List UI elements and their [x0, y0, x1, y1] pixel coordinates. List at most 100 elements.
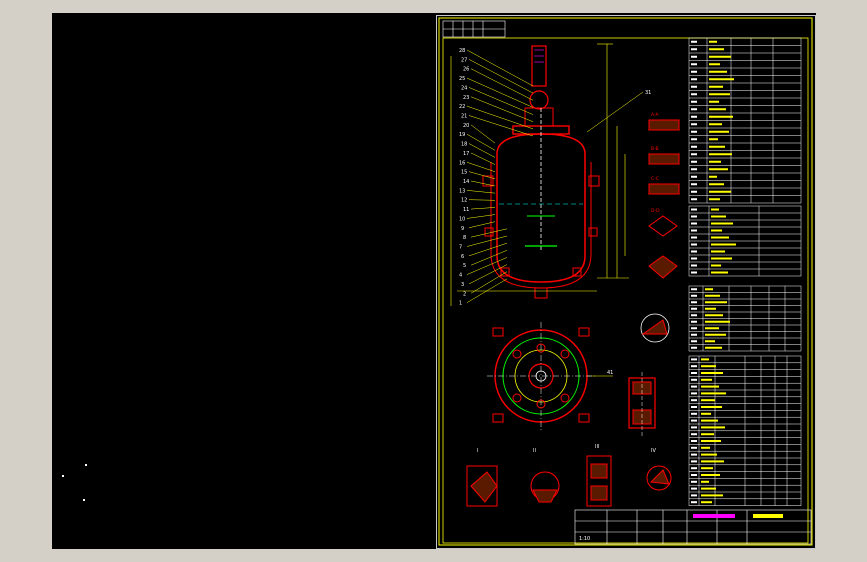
section-label: D-D: [651, 208, 660, 214]
leader-number: 12: [461, 198, 467, 204]
cell-text: [691, 123, 697, 126]
cell-text: [691, 301, 697, 304]
cell-text: [691, 494, 697, 497]
leader-number: 14: [463, 179, 469, 185]
cell-text: [701, 480, 709, 483]
cell-text: [691, 153, 697, 156]
leader-number: 16: [459, 160, 465, 166]
leader-number: 31: [645, 90, 651, 96]
drive-flange: [529, 90, 549, 110]
cell-text: [691, 446, 697, 449]
cell-text: [691, 55, 697, 58]
cell-text: [709, 78, 734, 81]
cell-text: [691, 419, 697, 422]
cell-text: [705, 288, 713, 291]
cell-text: [691, 70, 697, 73]
cell-text: [691, 460, 697, 463]
cell-text: [709, 138, 718, 141]
leader-line: [466, 257, 508, 275]
dot-icon: [62, 475, 64, 477]
leader-line: [468, 199, 496, 201]
leader-number: 19: [459, 132, 465, 138]
cell-text: [701, 412, 711, 415]
leader-line: [468, 264, 508, 285]
cell-text: [701, 501, 712, 504]
cell-text: [711, 271, 728, 274]
leader-number: 28: [459, 48, 465, 54]
leader-line: [468, 87, 534, 115]
cell-text: [691, 40, 697, 43]
cell-text: [701, 392, 726, 395]
leader-number: 23: [463, 95, 469, 101]
cell-text: [691, 229, 697, 232]
leader-lines: [466, 49, 644, 377]
cell-text: [691, 440, 697, 442]
cell-text: [705, 307, 716, 310]
parts-list-table: [688, 355, 802, 506]
dot-icon: [85, 464, 87, 466]
cell-text: [709, 183, 724, 186]
cell-text: [711, 264, 721, 267]
cell-text: [711, 222, 733, 225]
cell-text: [691, 250, 697, 253]
leader-number: 17: [463, 151, 469, 157]
leader-number: 8: [463, 235, 466, 241]
cell-text: [709, 63, 720, 66]
cell-text: [691, 453, 697, 456]
cell-text: [701, 474, 720, 476]
cell-text: [701, 446, 710, 449]
cell-text: [709, 85, 723, 88]
bottom-details: [466, 455, 672, 507]
leader-line: [586, 91, 644, 133]
cell-text: [701, 440, 721, 442]
cell-text: [691, 378, 697, 381]
leader-number: 24: [461, 85, 467, 91]
leader-number: 18: [461, 142, 467, 148]
cell-text: [691, 130, 697, 133]
cell-text: [691, 175, 697, 178]
leader-line: [466, 105, 534, 130]
cell-text: [691, 108, 697, 111]
section-label: B-B: [651, 146, 659, 152]
leader-number: 9: [461, 226, 464, 232]
cell-text: [691, 100, 697, 103]
parts-tables: [688, 37, 802, 506]
cell-text: [709, 115, 733, 118]
cell-text: [701, 426, 725, 429]
cell-text: [711, 215, 726, 218]
cell-text: [705, 333, 726, 336]
leader-number: 20: [463, 123, 469, 129]
cell-text: [691, 340, 697, 343]
cell-text: [691, 93, 697, 96]
cell-text: [709, 130, 729, 133]
cell-text: [701, 365, 716, 368]
cell-text: [691, 208, 697, 211]
cell-text: [691, 467, 697, 470]
cell-text: [691, 294, 697, 297]
leader-number: 26: [463, 67, 469, 73]
cell-text: [691, 372, 697, 374]
cell-text: [709, 190, 731, 193]
cell-text: [701, 378, 712, 381]
cell-text: [691, 365, 697, 368]
leader-line: [470, 271, 508, 294]
section-label: C-C: [651, 176, 659, 182]
drawing-inner-frame: [442, 37, 809, 544]
cell-text: [691, 320, 697, 323]
cell-text: [709, 160, 721, 163]
cell-text: [691, 222, 697, 225]
cell-text: [709, 48, 724, 51]
cell-text: [701, 467, 713, 470]
cell-text: [691, 474, 697, 476]
cell-text: [691, 412, 697, 415]
cell-text: [701, 460, 724, 463]
leader-number: 10: [459, 216, 465, 222]
cell-text: [691, 426, 697, 429]
cell-text: [691, 501, 697, 504]
cell-text: [701, 406, 722, 408]
cell-text: [705, 314, 723, 317]
cell-text: [709, 168, 728, 171]
leader-number: 2: [463, 291, 466, 297]
leader-number: 5: [463, 263, 466, 269]
